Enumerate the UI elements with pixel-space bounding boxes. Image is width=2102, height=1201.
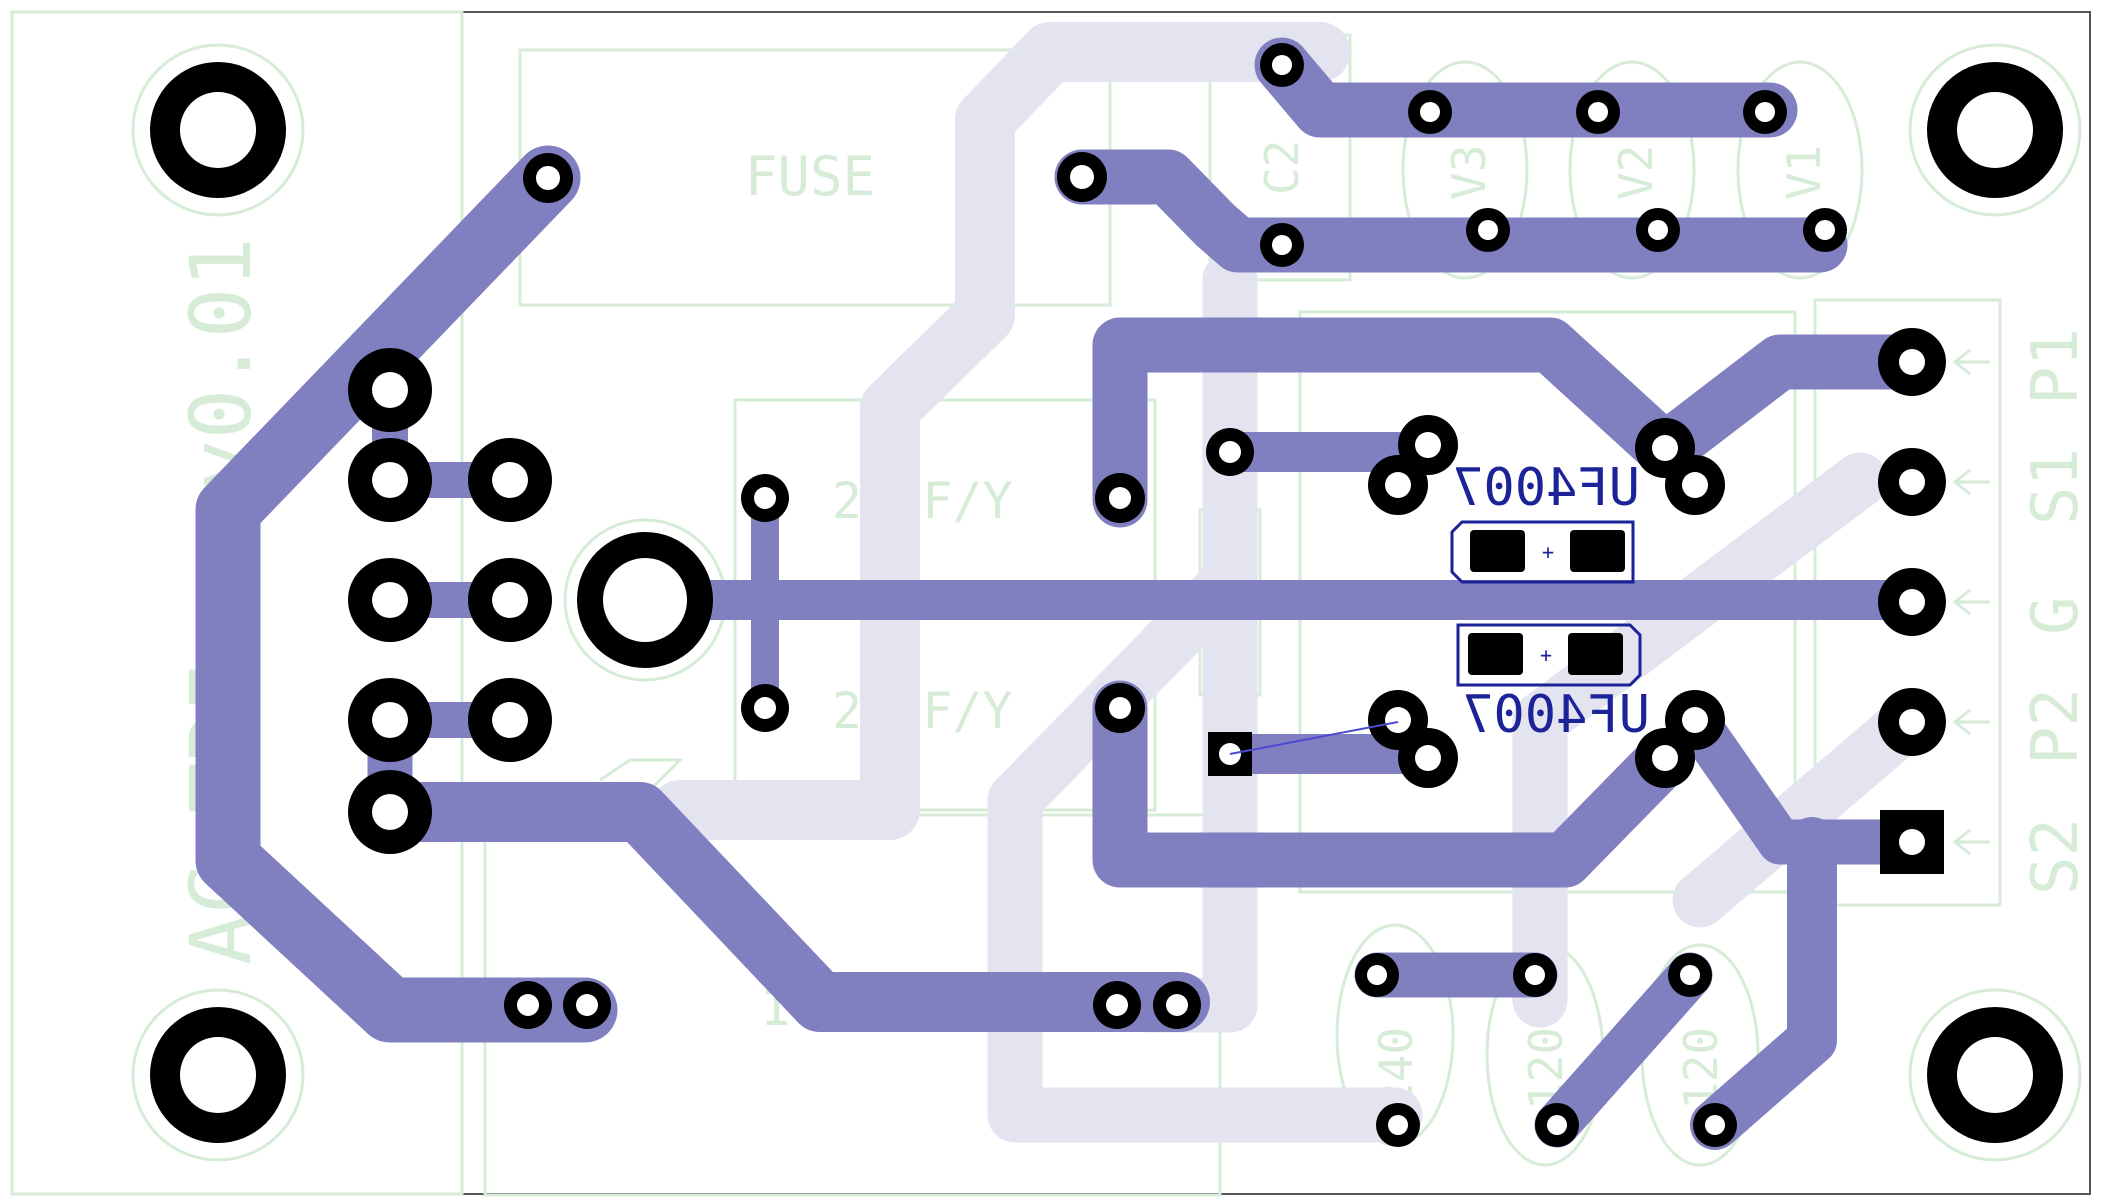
cap-y2-label: 22nF/Y [832, 682, 1013, 740]
connector-pad [348, 558, 432, 642]
component-pad [504, 981, 552, 1029]
connector-pin-label: P2 [2019, 688, 2093, 765]
connector-pin-label: S2 [2019, 818, 2093, 895]
diode-label-lower: UF4007 [1462, 685, 1650, 745]
component-pad [1466, 208, 1510, 252]
output-pad [1878, 328, 1946, 396]
mounting-hole [1927, 62, 2063, 198]
cap-c2-label: C2 [1255, 140, 1309, 195]
top-copper-layer [195, 37, 1940, 1150]
component-pad [563, 981, 611, 1029]
connector-pad [468, 558, 552, 642]
diode-pad [1665, 455, 1725, 515]
component-pad [1636, 208, 1680, 252]
varistor-label: V2 [1609, 145, 1663, 200]
diode-pad [1398, 728, 1458, 788]
diode-pad [1368, 455, 1428, 515]
mounting-hole [150, 1007, 286, 1143]
output-pad [1878, 568, 1946, 636]
varistor-label: V3 [1442, 145, 1496, 200]
connector-pad [348, 678, 432, 762]
svg-text:+: + [1540, 643, 1552, 667]
cap-y1-label: 22nF/Y [832, 472, 1013, 530]
svg-text:+: + [1542, 540, 1554, 564]
resistor-value-labels: 240 120 120 [1369, 1027, 1728, 1110]
component-pad [741, 474, 789, 522]
component-pad [1093, 981, 1141, 1029]
connector-pad [348, 770, 432, 854]
connector-pin-label: P1 [2019, 328, 2093, 405]
smd-diode-upper: + [1450, 520, 1635, 584]
connector-pin-label: S1 [2019, 448, 2093, 525]
mounting-hole [1927, 1007, 2063, 1143]
pads [150, 43, 2063, 1147]
fuse-label: FUSE [745, 145, 875, 208]
component-pad [1260, 223, 1304, 267]
output-pad [1878, 688, 1946, 756]
component-pad [1095, 473, 1145, 523]
smd-diode-lower: + [1456, 623, 1642, 687]
connector-arrows [1952, 348, 1990, 856]
diode-label-upper: UF4007 [1452, 458, 1640, 518]
component-pad [1803, 208, 1847, 252]
diode-pad [1635, 728, 1695, 788]
varistor-labels: V3 V2 V1 [1442, 145, 1831, 200]
component-pad [1693, 1103, 1737, 1147]
component-pad [1513, 953, 1557, 997]
connector-pad [348, 348, 432, 432]
component-pad [1153, 981, 1201, 1029]
component-pad [1355, 953, 1399, 997]
component-pad [1668, 953, 1712, 997]
connector-pad [348, 438, 432, 522]
ground-hole [577, 532, 713, 668]
ratsnest-line [1229, 721, 1399, 755]
component-pad [1057, 152, 1107, 202]
connector-pad [468, 438, 552, 522]
component-pad [523, 153, 573, 203]
component-pad [1576, 90, 1620, 134]
connector-pin-labels: P1 S1 G P2 S2 [2019, 328, 2093, 895]
component-pad [1206, 428, 1254, 476]
component-pad [1743, 90, 1787, 134]
mounting-hole [150, 62, 286, 198]
component-pad [1095, 683, 1145, 733]
connector-pad [468, 678, 552, 762]
component-pad [1260, 43, 1304, 87]
component-pad [1408, 90, 1452, 134]
output-pad [1878, 448, 1946, 516]
output-pad-square [1880, 810, 1944, 874]
connector-pin-label: G [2019, 596, 2093, 635]
component-pad [1376, 1103, 1420, 1147]
component-pad [1535, 1103, 1579, 1147]
component-pad [741, 684, 789, 732]
varistor-label: V1 [1777, 145, 1831, 200]
